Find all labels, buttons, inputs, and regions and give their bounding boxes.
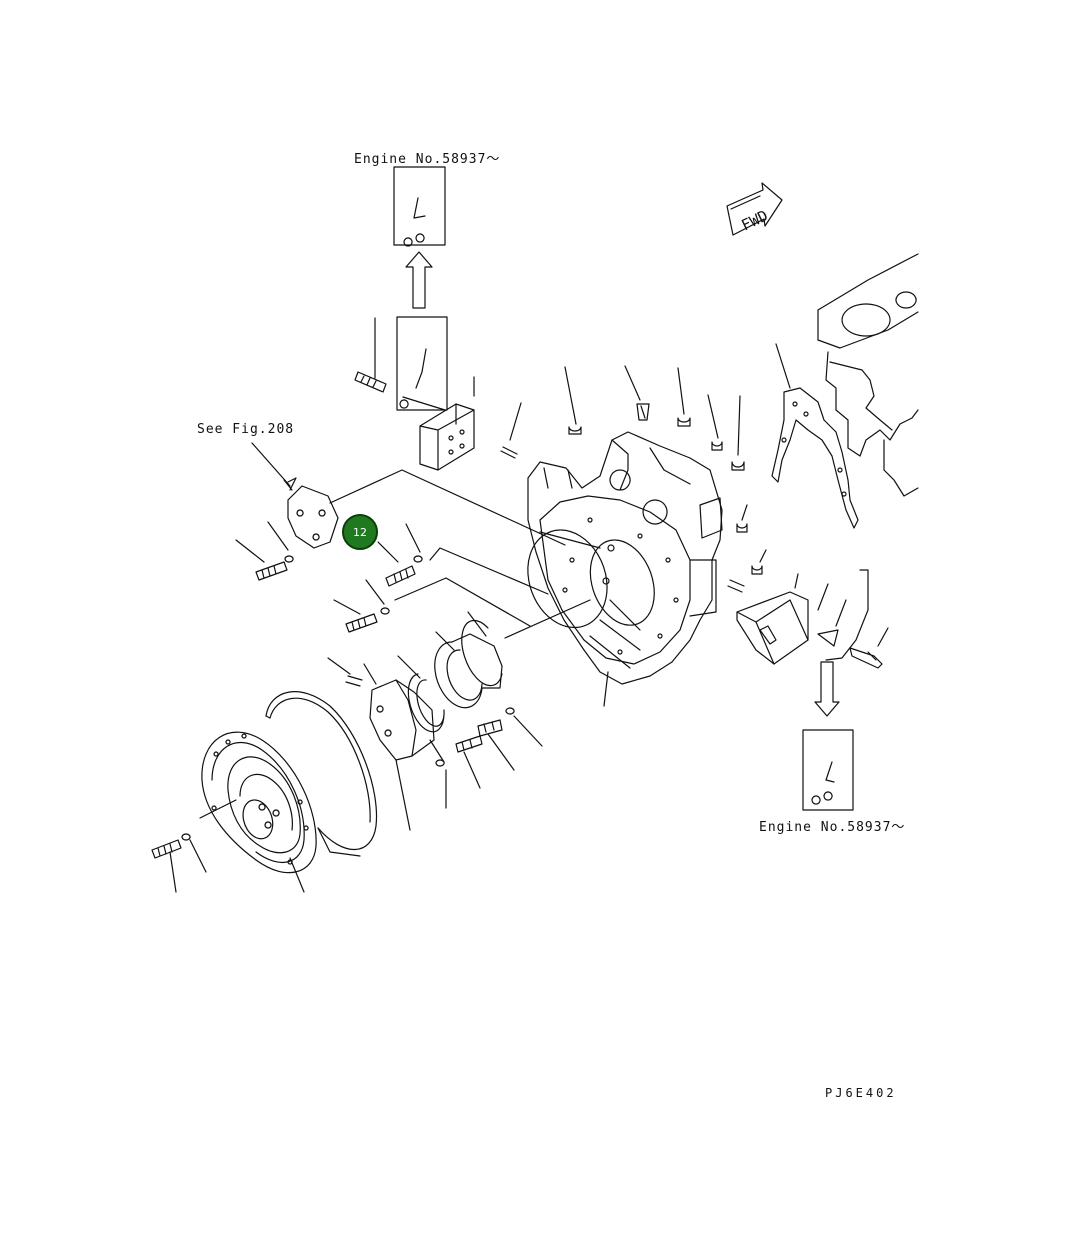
bearing-housing <box>363 663 435 831</box>
detail-box-mid <box>396 316 448 411</box>
callout-number: 12 <box>353 525 367 539</box>
bracket-lower-right <box>736 569 889 669</box>
cover-plate <box>251 442 339 549</box>
callout-12[interactable]: 12 <box>342 514 378 550</box>
cylinder-block <box>817 253 919 497</box>
flywheel <box>199 731 317 893</box>
drawing-code: PJ6E402 <box>825 1086 897 1100</box>
flywheel-housing <box>527 431 723 707</box>
bolt-upper <box>354 317 387 393</box>
gasket <box>771 343 859 529</box>
ring-gear <box>265 691 378 857</box>
detail-box-bottom <box>802 661 854 811</box>
engine-number-bottom: Engine No.58937〜 <box>759 820 906 835</box>
detail-box-top <box>393 166 446 309</box>
bolt-flywheel <box>151 833 207 893</box>
bracket-upper <box>419 376 475 471</box>
fwd-arrow-icon: FWD <box>726 182 783 236</box>
plugs-and-bolts <box>564 365 767 593</box>
see-fig-label: See Fig.208 <box>197 422 295 437</box>
bolt-mid <box>377 523 423 587</box>
bolt-left <box>235 521 294 581</box>
engine-number-top: Engine No.58937〜 <box>354 152 501 167</box>
dowel-pin-upper <box>500 402 522 459</box>
leader-lines <box>329 469 601 639</box>
bolt-low <box>333 579 390 633</box>
small-pins <box>327 657 543 809</box>
fwd-text: FWD <box>739 206 771 234</box>
seal-rings <box>397 611 503 733</box>
